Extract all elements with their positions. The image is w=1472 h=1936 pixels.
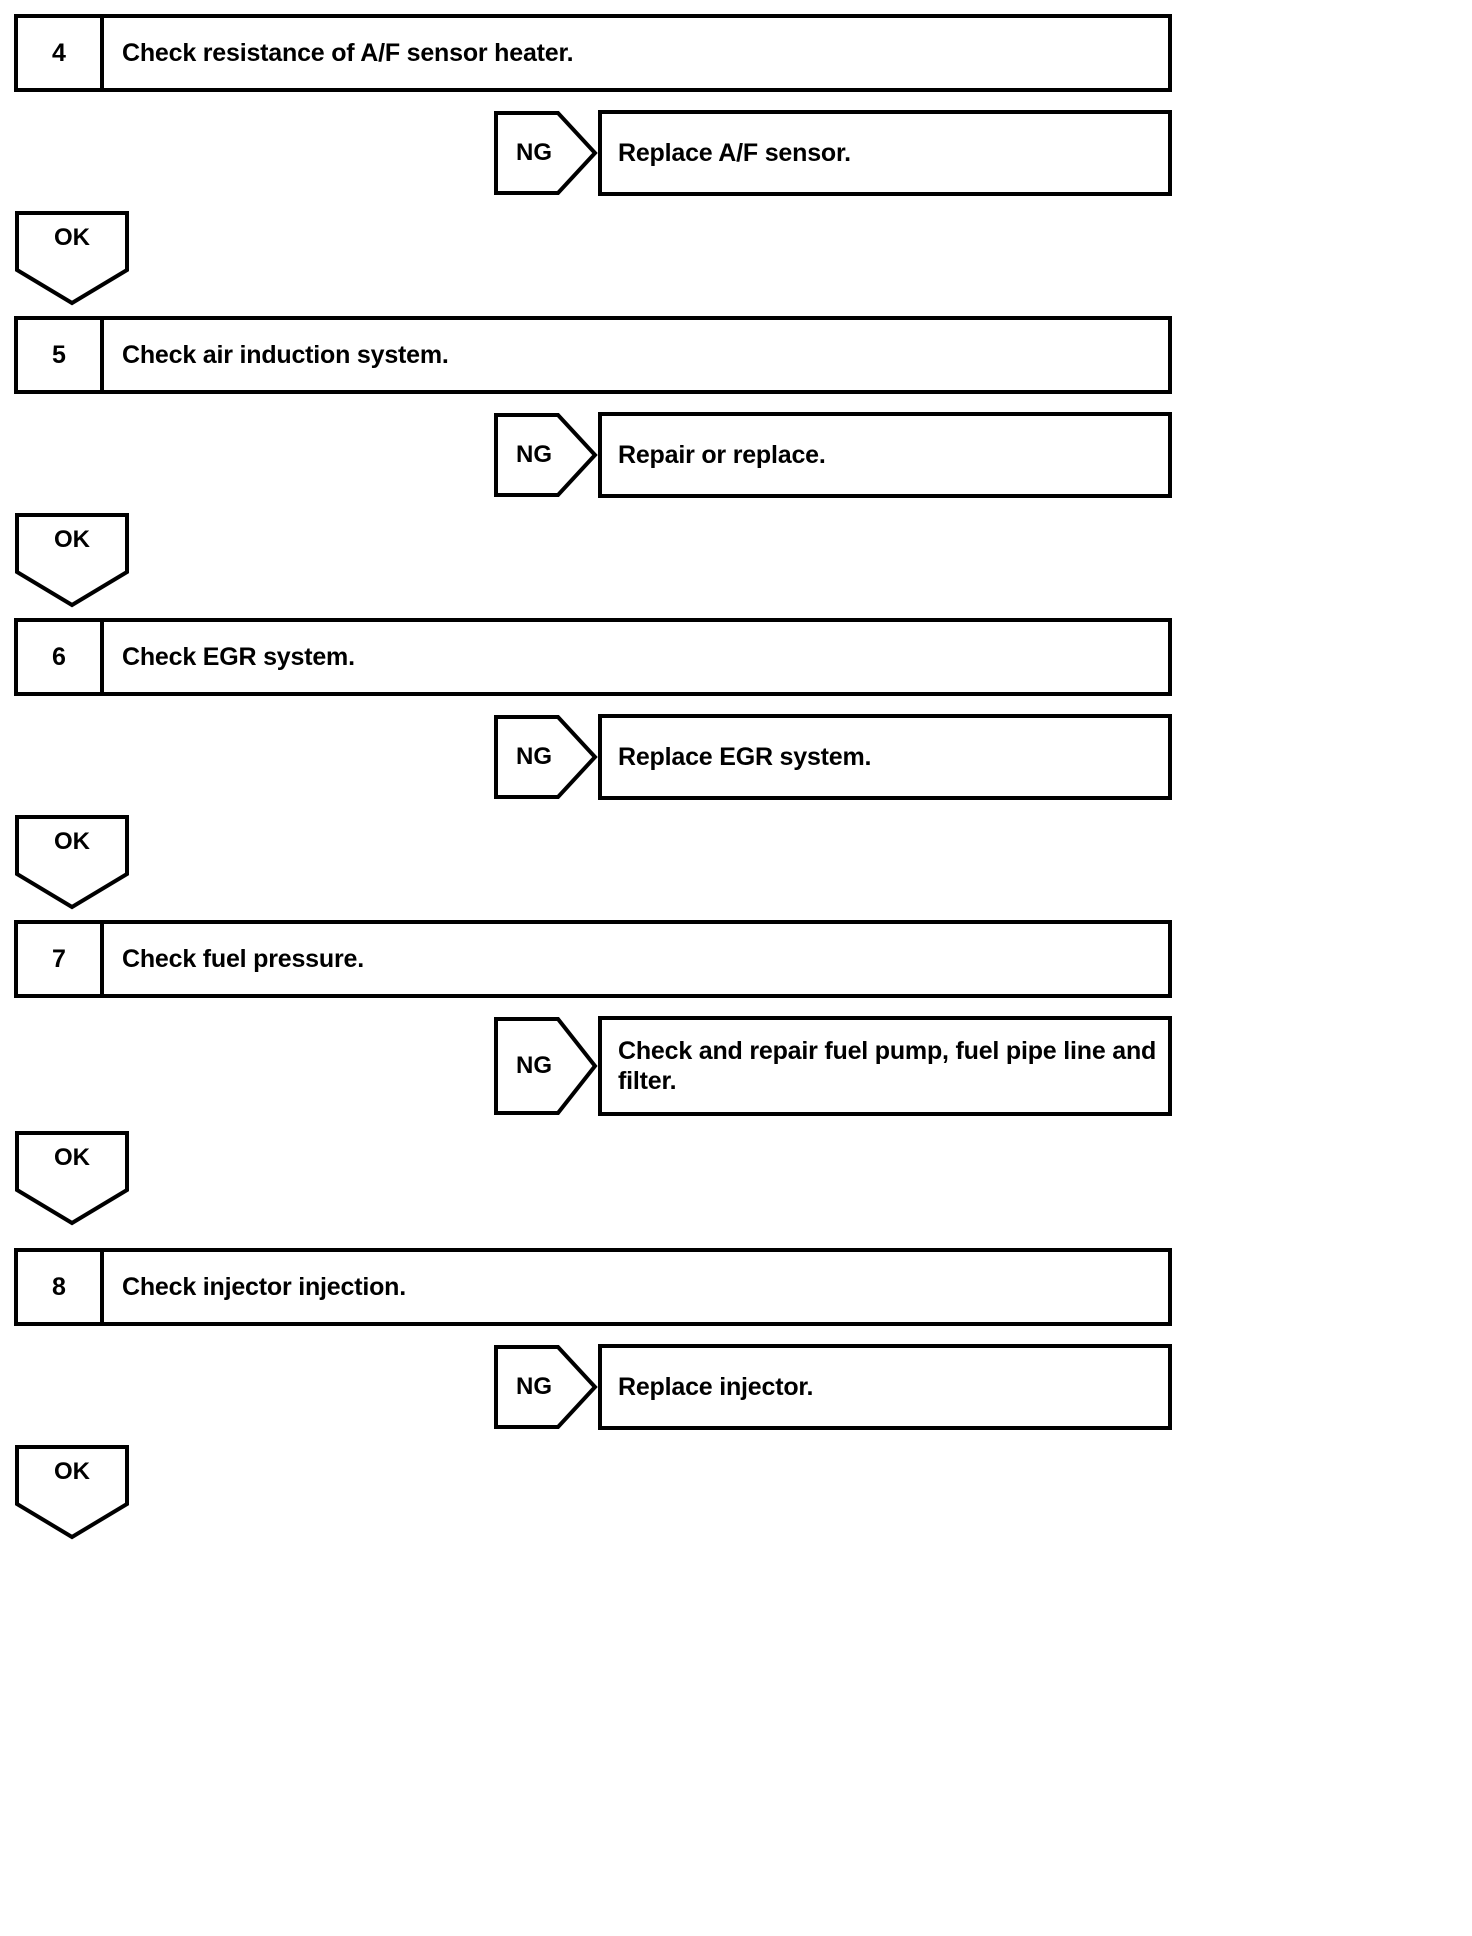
step-number-cell: 5 — [18, 320, 104, 390]
ok-arrow-7: OK — [14, 1130, 130, 1226]
ng-branch-6: NG Replace EGR system. — [493, 714, 1172, 800]
ok-arrow-5: OK — [14, 512, 130, 608]
step-number: 8 — [52, 1272, 66, 1301]
ng-branch-4: NG Replace A/F sensor. — [493, 110, 1172, 196]
step-description: Check EGR system. — [122, 643, 355, 671]
ng-result-text: Replace injector. — [618, 1372, 814, 1401]
ok-arrow-8: OK — [14, 1444, 130, 1540]
ng-result-text: Replace A/F sensor. — [618, 138, 851, 167]
step-number-cell: 4 — [18, 18, 104, 88]
step-description: Check fuel pressure. — [122, 945, 364, 973]
ok-label: OK — [54, 1144, 90, 1171]
ng-arrow-icon: NG — [493, 412, 598, 498]
ng-arrow-icon: NG — [493, 110, 598, 196]
ok-arrow-4: OK — [14, 210, 130, 306]
ng-arrow-icon: NG — [493, 714, 598, 800]
step-box-5: 5 Check air induction system. — [14, 316, 1172, 394]
ng-result-box: Check and repair fuel pump, fuel pipe li… — [598, 1016, 1172, 1116]
ng-branch-8: NG Replace injector. — [493, 1344, 1172, 1430]
ng-label: NG — [516, 139, 552, 166]
step-description-cell: Check resistance of A/F sensor heater. — [104, 18, 1168, 88]
ok-label: OK — [54, 828, 90, 855]
step-description-cell: Check air induction system. — [104, 320, 1168, 390]
ng-result-box: Repair or replace. — [598, 412, 1172, 498]
ng-result-box: Replace A/F sensor. — [598, 110, 1172, 196]
ng-result-text: Repair or replace. — [618, 440, 826, 469]
ng-result-box: Replace injector. — [598, 1344, 1172, 1430]
step-description: Check air induction system. — [122, 341, 449, 369]
step-box-6: 6 Check EGR system. — [14, 618, 1172, 696]
step-number-cell: 7 — [18, 924, 104, 994]
step-description-cell: Check injector injection. — [104, 1252, 1168, 1322]
ng-arrow-icon: NG — [493, 1016, 598, 1116]
step-box-7: 7 Check fuel pressure. — [14, 920, 1172, 998]
ng-branch-7: NG Check and repair fuel pump, fuel pipe … — [493, 1016, 1172, 1116]
step-number-cell: 8 — [18, 1252, 104, 1322]
ok-label: OK — [54, 224, 90, 251]
ng-result-text: Check and repair fuel pump, fuel pipe li… — [618, 1036, 1157, 1096]
ng-result-box: Replace EGR system. — [598, 714, 1172, 800]
step-box-4: 4 Check resistance of A/F sensor heater. — [14, 14, 1172, 92]
ng-arrow-icon: NG — [493, 1344, 598, 1430]
step-number: 5 — [52, 340, 66, 369]
ok-arrow-6: OK — [14, 814, 130, 910]
ng-branch-5: NG Repair or replace. — [493, 412, 1172, 498]
ng-label: NG — [516, 1373, 552, 1400]
step-description-cell: Check fuel pressure. — [104, 924, 1168, 994]
step-description: Check resistance of A/F sensor heater. — [122, 39, 574, 67]
step-box-8: 8 Check injector injection. — [14, 1248, 1172, 1326]
ng-label: NG — [516, 743, 552, 770]
step-description-cell: Check EGR system. — [104, 622, 1168, 692]
step-number-cell: 6 — [18, 622, 104, 692]
ok-label: OK — [54, 526, 90, 553]
ok-label: OK — [54, 1458, 90, 1485]
step-description: Check injector injection. — [122, 1273, 406, 1301]
step-number: 6 — [52, 642, 66, 671]
ng-result-text: Replace EGR system. — [618, 742, 872, 771]
step-number: 4 — [52, 38, 66, 67]
step-number: 7 — [52, 944, 66, 973]
ng-label: NG — [516, 1052, 552, 1079]
ng-label: NG — [516, 441, 552, 468]
